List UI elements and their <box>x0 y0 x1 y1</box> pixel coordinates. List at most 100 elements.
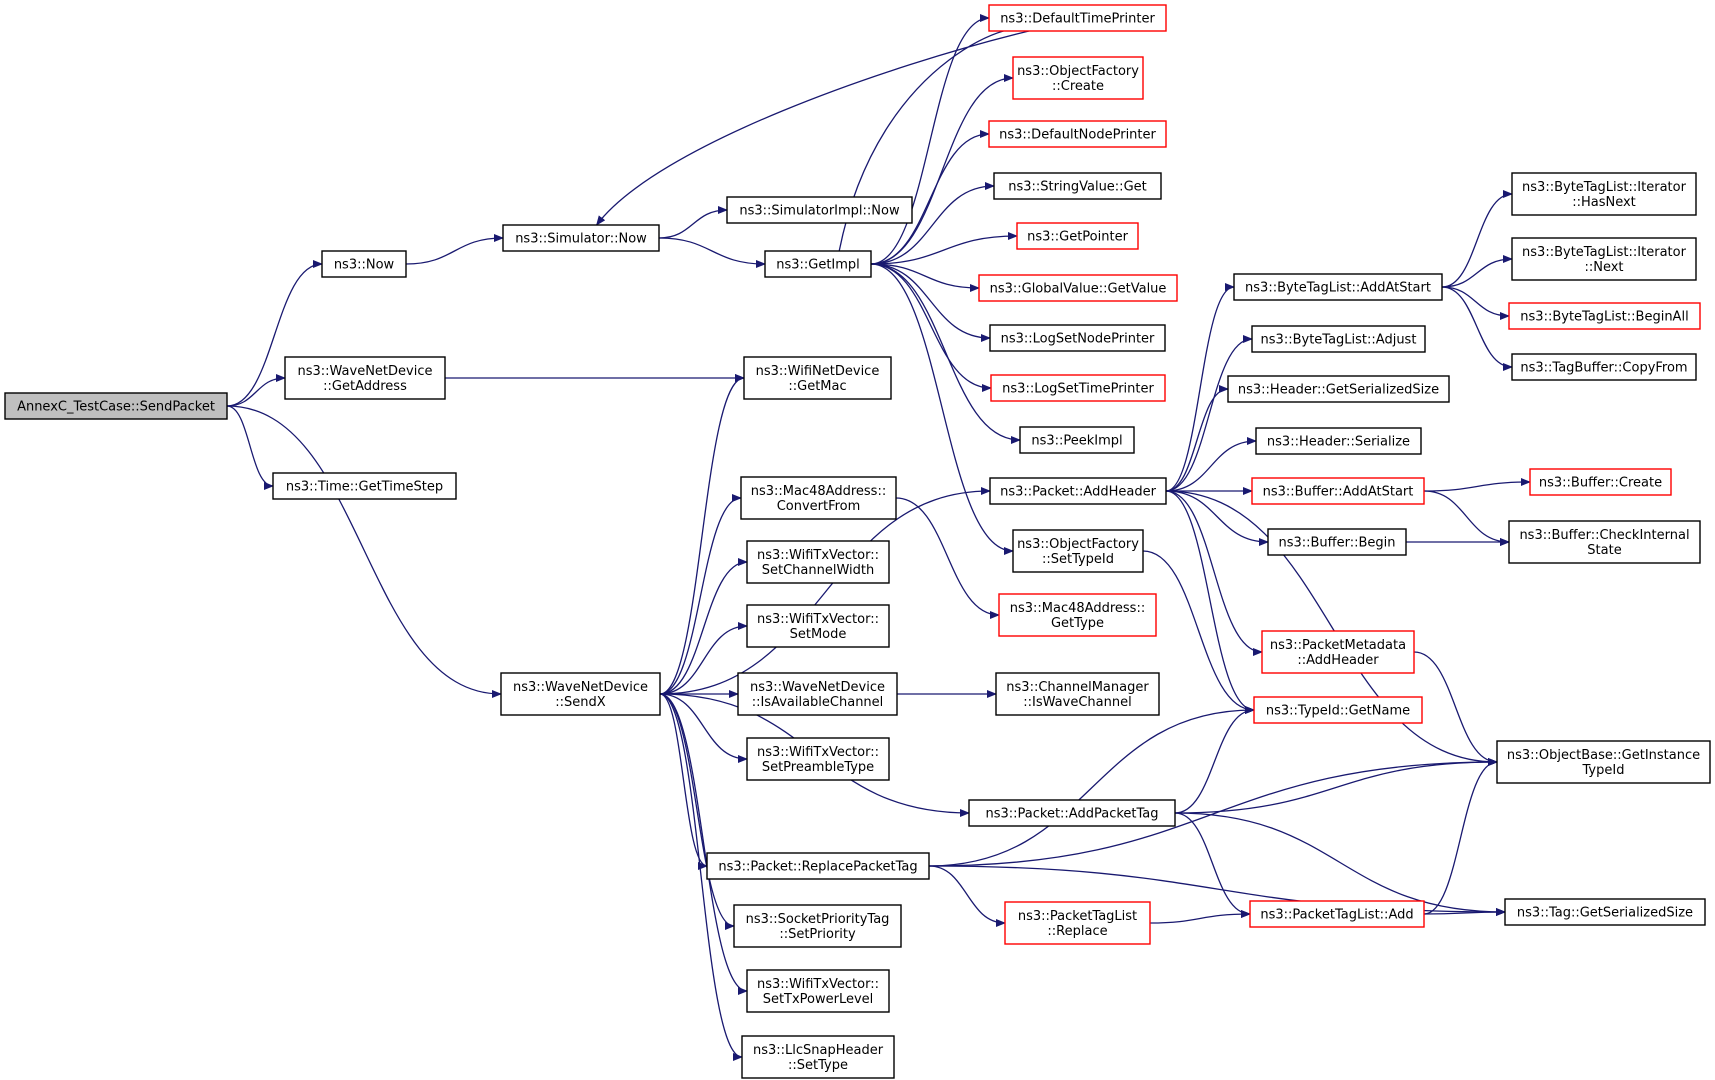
node-type-id-get-name[interactable]: ns3::TypeId::GetName <box>1253 696 1423 724</box>
edge-packet-tag-list-add-to-object-base-get-instance-type-id <box>1423 758 1498 915</box>
edge-get-impl-to-object-factory-create <box>870 74 1014 265</box>
edge-packet-add-packet-tag-to-object-base-get-instance-type-id <box>1174 758 1498 814</box>
node-byte-tag-list-add-at-start[interactable]: ns3::ByteTagList::AddAtStart <box>1233 273 1443 301</box>
node-global-value-get-value[interactable]: ns3::GlobalValue::GetValue <box>978 274 1178 302</box>
node-wifi-set-channel-width[interactable]: ns3::WifiTxVector::SetChannelWidth <box>746 540 890 584</box>
edge-packet-add-packet-tag-to-type-id-get-name <box>1174 706 1255 814</box>
node-packet-replace-packet-tag[interactable]: ns3::Packet::ReplacePacketTag <box>706 852 930 880</box>
node-default-node-printer[interactable]: ns3::DefaultNodePrinter <box>988 120 1167 148</box>
node-box <box>1233 273 1443 301</box>
node-packet-metadata-add-header[interactable]: ns3::PacketMetadata::AddHeader <box>1261 630 1415 674</box>
node-layer: AnnexC_TestCase::SendPacketns3::Nowns3::… <box>4 4 1711 1079</box>
node-label: ns3::LlcSnapHeader <box>753 1043 884 1058</box>
node-packet-tag-list-replace[interactable]: ns3::PacketTagList::Replace <box>1004 901 1151 945</box>
node-get-pointer[interactable]: ns3::GetPointer <box>1016 222 1139 250</box>
node-label: ns3::Mac48Address:: <box>751 484 886 499</box>
edge-packet-tag-list-replace-to-packet-tag-list-add <box>1149 910 1251 924</box>
node-byte-tag-iterator-has-next[interactable]: ns3::ByteTagList::Iterator::HasNext <box>1511 172 1697 216</box>
node-tag-get-serialized-size[interactable]: ns3::Tag::GetSerializedSize <box>1504 898 1706 926</box>
node-simulator-impl-now[interactable]: ns3::SimulatorImpl::Now <box>726 196 913 224</box>
node-header-get-serialized-size[interactable]: ns3::Header::GetSerializedSize <box>1227 375 1450 403</box>
node-box <box>995 672 1160 716</box>
node-label: ::AddHeader <box>1297 653 1379 668</box>
node-label: ns3::ByteTagList::BeginAll <box>1520 310 1688 325</box>
edge-packet-replace-packet-tag-to-type-id-get-name <box>928 706 1255 867</box>
node-packet-add-header[interactable]: ns3::Packet::AddHeader <box>989 477 1167 505</box>
node-box <box>741 1035 895 1079</box>
node-time-get-time-step[interactable]: ns3::Time::GetTimeStep <box>272 472 457 500</box>
node-byte-tag-list-adjust[interactable]: ns3::ByteTagList::Adjust <box>1251 325 1426 353</box>
node-object-factory-set-type-id[interactable]: ns3::ObjectFactory::SetTypeId <box>1012 529 1144 573</box>
node-get-impl[interactable]: ns3::GetImpl <box>764 250 872 278</box>
node-label: ns3::DefaultTimePrinter <box>1000 12 1155 27</box>
node-peek-impl[interactable]: ns3::PeekImpl <box>1019 426 1135 454</box>
node-now[interactable]: ns3::Now <box>321 250 407 278</box>
node-send-packet[interactable]: AnnexC_TestCase::SendPacket <box>4 392 228 420</box>
node-buffer-create[interactable]: ns3::Buffer::Create <box>1529 468 1672 496</box>
node-wave-send-x[interactable]: ns3::WaveNetDevice::SendX <box>500 672 661 716</box>
node-wave-get-address[interactable]: ns3::WaveNetDevice::GetAddress <box>284 356 446 400</box>
edge-wave-send-x-to-wifi-set-preamble-type <box>659 693 748 763</box>
node-label: ns3::Now <box>334 258 395 273</box>
edge-simulator-now-to-get-impl <box>658 237 766 268</box>
node-label: SetChannelWidth <box>762 563 875 578</box>
edge-packet-add-packet-tag-to-packet-tag-list-add <box>1174 812 1251 918</box>
node-box <box>733 904 902 948</box>
node-object-factory-create[interactable]: ns3::ObjectFactory::Create <box>1012 56 1144 100</box>
node-header-serialize[interactable]: ns3::Header::Serialize <box>1255 427 1422 455</box>
node-label: ns3::WaveNetDevice <box>750 680 885 695</box>
node-box <box>737 672 898 716</box>
node-string-value-get[interactable]: ns3::StringValue::Get <box>993 172 1162 200</box>
node-box <box>1253 696 1423 724</box>
node-label: ::SetType <box>788 1058 848 1073</box>
node-socket-priority-set-priority[interactable]: ns3::SocketPriorityTag::SetPriority <box>733 904 902 948</box>
node-simulator-now[interactable]: ns3::Simulator::Now <box>502 224 660 252</box>
edge-get-impl-to-default-time-printer <box>870 14 990 265</box>
node-log-set-node-printer[interactable]: ns3::LogSetNodePrinter <box>989 324 1166 352</box>
node-box <box>988 120 1167 148</box>
node-wifi-set-preamble-type[interactable]: ns3::WifiTxVector::SetPreambleType <box>746 737 890 781</box>
node-packet-tag-list-add[interactable]: ns3::PacketTagList::Add <box>1249 900 1425 928</box>
node-log-set-time-printer[interactable]: ns3::LogSetTimePrinter <box>990 374 1166 402</box>
node-label: ns3::ObjectBase::GetInstance <box>1507 748 1700 763</box>
node-default-time-printer[interactable]: ns3::DefaultTimePrinter <box>988 4 1167 32</box>
edge-packet-add-header-to-type-id-get-name <box>1165 490 1255 714</box>
node-label: ns3::ByteTagList::Adjust <box>1261 333 1417 348</box>
edge-get-impl-to-default-node-printer <box>870 130 990 265</box>
node-llc-snap-set-type[interactable]: ns3::LlcSnapHeader::SetType <box>741 1035 895 1079</box>
node-box <box>1504 898 1706 926</box>
node-wifi-set-tx-power-level[interactable]: ns3::WifiTxVector::SetTxPowerLevel <box>746 969 890 1013</box>
node-label: ns3::ChannelManager <box>1006 680 1149 695</box>
node-box <box>1012 529 1144 573</box>
node-label: ns3::Tag::GetSerializedSize <box>1517 906 1693 921</box>
node-box <box>989 324 1166 352</box>
node-packet-add-packet-tag[interactable]: ns3::Packet::AddPacketTag <box>968 799 1176 827</box>
node-buffer-add-at-start[interactable]: ns3::Buffer::AddAtStart <box>1251 477 1425 505</box>
node-label: ::GetAddress <box>323 379 407 394</box>
node-byte-tag-iterator-next[interactable]: ns3::ByteTagList::Iterator::Next <box>1511 237 1697 281</box>
node-mac48-get-type[interactable]: ns3::Mac48Address::GetType <box>998 593 1157 637</box>
node-channel-manager-is-wave-channel[interactable]: ns3::ChannelManager::IsWaveChannel <box>995 672 1160 716</box>
node-mac48-convert-from[interactable]: ns3::Mac48Address::ConvertFrom <box>740 476 897 520</box>
node-box <box>1529 468 1672 496</box>
edge-wave-send-x-to-mac48-convert-from <box>659 494 742 695</box>
edge-byte-tag-list-add-at-start-to-byte-tag-iterator-has-next <box>1441 190 1513 288</box>
node-wifi-get-mac[interactable]: ns3::WifiNetDevice::GetMac <box>743 356 892 400</box>
node-wave-is-available-channel[interactable]: ns3::WaveNetDevice::IsAvailableChannel <box>737 672 898 716</box>
edge-now-to-simulator-now <box>405 234 504 265</box>
edge-packet-add-header-to-packet-metadata-add-header <box>1165 490 1263 656</box>
node-label: ns3::Packet::AddPacketTag <box>985 807 1158 822</box>
node-wifi-set-mode[interactable]: ns3::WifiTxVector::SetMode <box>746 604 890 648</box>
node-box <box>1249 900 1425 928</box>
node-tag-buffer-copy-from[interactable]: ns3::TagBuffer::CopyFrom <box>1511 353 1697 381</box>
node-box <box>1508 520 1701 564</box>
node-label: ns3::WifiTxVector:: <box>757 977 879 992</box>
node-byte-tag-list-begin-all[interactable]: ns3::ByteTagList::BeginAll <box>1508 302 1701 330</box>
node-label: ns3::Time::GetTimeStep <box>286 480 443 495</box>
node-label: ns3::Buffer::CheckInternal <box>1519 528 1689 543</box>
node-buffer-begin[interactable]: ns3::Buffer::Begin <box>1267 528 1407 556</box>
edge-packet-add-header-to-header-serialize <box>1165 437 1257 492</box>
